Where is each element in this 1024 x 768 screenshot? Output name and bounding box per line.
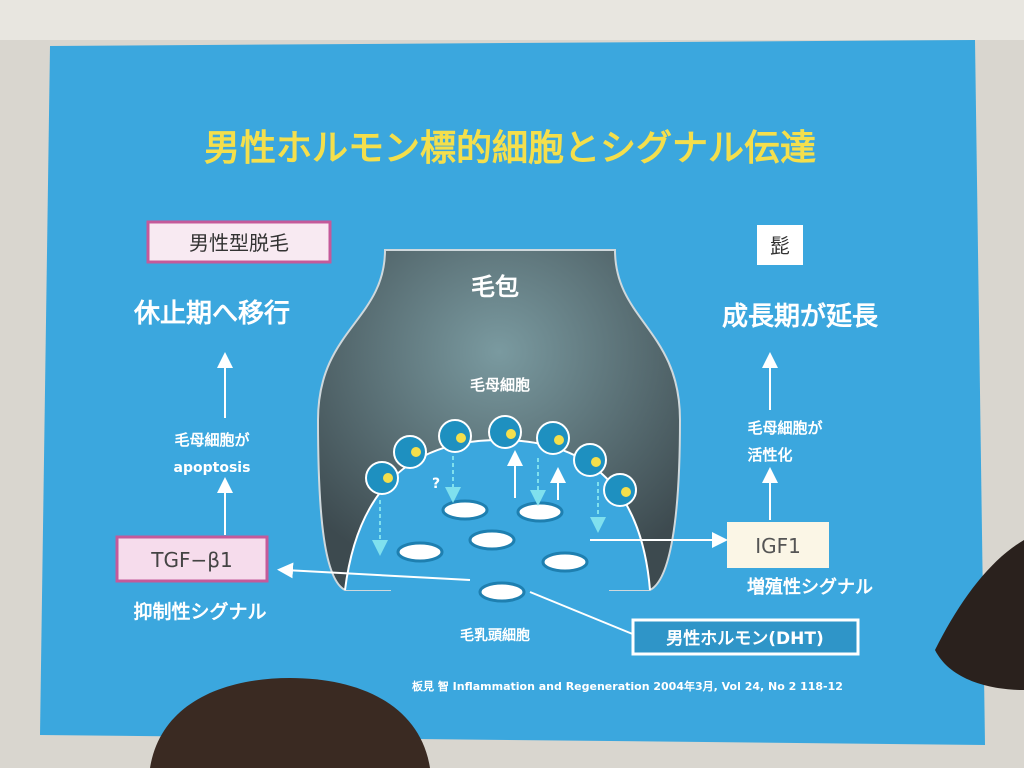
igf1-box: [727, 522, 829, 568]
slide-title: 男性ホルモン標的細胞とシグナル伝達: [204, 128, 816, 169]
proliferative-signal-label: 増殖性シグナル: [747, 576, 873, 598]
matrix-cell: [536, 421, 570, 455]
beard-box: [757, 225, 803, 265]
left-result-label: 休止期へ移行: [133, 298, 290, 329]
right-mid-line1: 毛母細胞が: [747, 419, 823, 437]
matrix-cell: [438, 419, 472, 453]
beard-label: 髭: [770, 234, 790, 258]
papilla-cells-label: 毛乳頭細胞: [460, 627, 530, 644]
male-pattern-baldness-box: [146, 220, 332, 264]
matrix-cell: [393, 435, 427, 469]
audience-head: [150, 678, 430, 768]
left-mid-line2: apoptosis: [174, 460, 251, 476]
ceiling: [0, 0, 1024, 40]
matrix-cell: [488, 415, 522, 449]
right-mid-line2: 活性化: [747, 446, 792, 464]
papilla-cells: [396, 499, 589, 603]
dht-label: 男性ホルモン(DHT): [666, 628, 823, 649]
inhibitory-signal-label: 抑制性シグナル: [133, 600, 266, 623]
presenter-hand: [935, 540, 1024, 690]
matrix-cells-label: 毛母細胞: [470, 376, 530, 394]
tgf-beta1-label: TGF−β1: [150, 548, 232, 572]
right-result-label: 成長期が延長: [722, 301, 879, 332]
matrix-cell: [365, 461, 399, 495]
igf1-label: IGF1: [755, 534, 801, 558]
tgf-beta1-box: [115, 535, 269, 583]
left-mid-line1: 毛母細胞が: [174, 431, 250, 449]
citation: 板見 智 Inflammation and Regeneration 2004年…: [412, 679, 843, 693]
dht-box: [631, 618, 860, 656]
connector-lines: [217, 352, 778, 636]
matrix-cell: [573, 443, 607, 477]
matrix-cell: [603, 473, 637, 507]
unknown-mark: ?: [432, 476, 440, 492]
signal-arrows: [372, 456, 606, 556]
follicle-label: 毛包: [471, 273, 519, 301]
male-pattern-baldness-label: 男性型脱毛: [189, 231, 289, 255]
matrix-cells: [365, 415, 637, 507]
